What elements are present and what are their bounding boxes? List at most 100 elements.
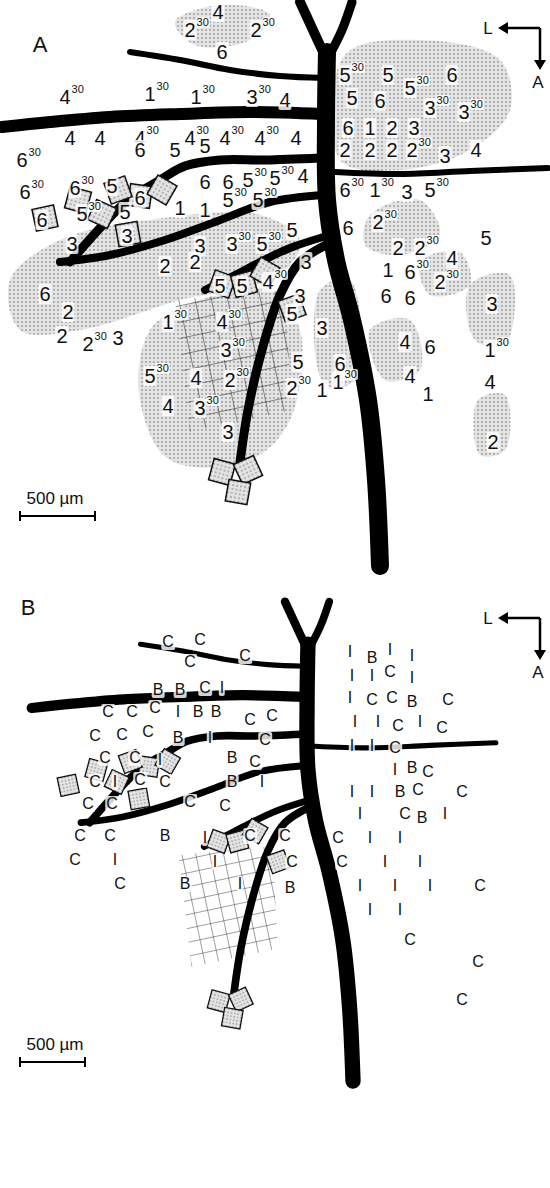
- map-number: 5: [118, 202, 131, 222]
- cell-class-letter: B: [226, 750, 239, 766]
- map-number: 2: [371, 212, 384, 232]
- map-number: 1: [143, 84, 156, 104]
- recording-square: [221, 1007, 243, 1029]
- cell-class-letter: C: [158, 774, 172, 790]
- panel-letter: B: [20, 597, 37, 619]
- cell-class-letter: C: [403, 932, 417, 948]
- map-number: 6: [341, 218, 354, 238]
- recording-square: [57, 774, 79, 796]
- map-number: 2: [223, 370, 236, 390]
- cell-class-letter: C: [68, 852, 82, 868]
- cell-class-letter: C: [183, 654, 197, 670]
- cell-class-letter: B: [366, 650, 379, 666]
- superscript: 30: [384, 209, 398, 220]
- cell-class-letter: C: [128, 750, 142, 766]
- superscript: 30: [94, 331, 108, 342]
- map-number: 5: [143, 366, 156, 386]
- map-number: 1: [198, 200, 211, 220]
- superscript: 30: [156, 363, 170, 374]
- superscript: 30: [446, 269, 460, 280]
- superscript: 30: [31, 179, 45, 190]
- map-number: 2: [249, 20, 262, 40]
- map-number: 6: [373, 91, 386, 111]
- map-number: 5: [75, 204, 88, 224]
- map-number: 4: [398, 332, 411, 352]
- map-number: 3: [111, 328, 124, 348]
- axis-letter: A: [531, 74, 544, 91]
- cell-class-letter: I: [202, 830, 208, 846]
- cell-class-letter: I: [175, 704, 181, 720]
- superscript: 30: [234, 187, 248, 198]
- superscript: 30: [268, 231, 282, 242]
- cell-class-letter: C: [258, 732, 272, 748]
- map-number: 5: [285, 220, 298, 240]
- map-number: 2: [385, 118, 398, 138]
- axis-letter: A: [531, 664, 544, 681]
- cell-class-letter: C: [125, 704, 139, 720]
- cell-class-letter: I: [369, 668, 375, 684]
- superscript: 30: [351, 62, 365, 73]
- cell-class-letter: C: [88, 774, 102, 790]
- cell-class-letter: I: [212, 854, 218, 870]
- map-number: 3: [423, 98, 436, 118]
- map-number: 6: [38, 284, 51, 304]
- map-number: 4: [469, 140, 482, 160]
- cell-class-letter: C: [331, 830, 345, 846]
- map-number: 5: [221, 190, 234, 210]
- recording-square: [118, 750, 142, 774]
- cell-class-letter: C: [243, 828, 257, 844]
- map-number: 4: [296, 166, 309, 186]
- cell-class-letter: I: [397, 902, 403, 918]
- map-number: 2: [338, 140, 351, 160]
- map-number: 5: [105, 176, 118, 196]
- map-number: 2: [285, 378, 298, 398]
- cell-class-letter: I: [375, 714, 381, 730]
- superscript: 30: [88, 201, 102, 212]
- map-number: 3: [485, 294, 498, 314]
- map-number: 4: [253, 128, 266, 148]
- superscript: 30: [28, 147, 42, 158]
- map-number: 6: [68, 178, 81, 198]
- map-number: 6: [338, 180, 351, 200]
- cell-class-letter: I: [237, 876, 243, 892]
- cell-class-letter: C: [455, 784, 469, 800]
- recording-square: [242, 818, 268, 844]
- map-number: 6: [423, 337, 436, 357]
- cell-class-letter: B: [284, 880, 297, 896]
- cell-class-letter: C: [441, 692, 455, 708]
- map-number: 1: [381, 260, 394, 280]
- superscript: 30: [228, 309, 242, 320]
- cell-class-letter: C: [391, 718, 405, 734]
- map-number: 5: [423, 180, 436, 200]
- cell-class-letter: C: [455, 992, 469, 1008]
- map-number: 5: [291, 352, 304, 372]
- map-number: 6: [403, 288, 416, 308]
- map-number: 6: [221, 172, 234, 192]
- cell-class-letter: B: [210, 704, 223, 720]
- cell-class-letter: C: [398, 806, 412, 822]
- map-number: 6: [215, 42, 228, 62]
- map-number: 5: [403, 78, 416, 98]
- map-number: 4: [289, 128, 302, 148]
- cell-class-letter: B: [159, 828, 172, 844]
- cell-class-letter: C: [435, 720, 449, 736]
- cell-class-letter: I: [442, 806, 448, 822]
- map-number: 6: [403, 262, 416, 282]
- superscript: 30: [416, 259, 430, 270]
- map-number: 5: [168, 140, 181, 160]
- blood-vessel: [70, 158, 320, 262]
- map-number: 3: [221, 422, 234, 442]
- recording-square: [104, 176, 132, 204]
- map-number: 1: [315, 380, 328, 400]
- orientation-arrows: [498, 612, 546, 660]
- cell-class-letter: C: [193, 632, 207, 648]
- superscript: 30: [436, 177, 450, 188]
- map-number: 4: [278, 90, 291, 110]
- cell-class-letter: C: [101, 704, 115, 720]
- superscript: 30: [381, 177, 395, 188]
- map-number: 4: [211, 2, 224, 22]
- stippled-region: [331, 40, 512, 171]
- cell-class-letter: I: [369, 738, 375, 754]
- superscript: 30: [81, 175, 95, 186]
- superscript: 30: [202, 84, 216, 95]
